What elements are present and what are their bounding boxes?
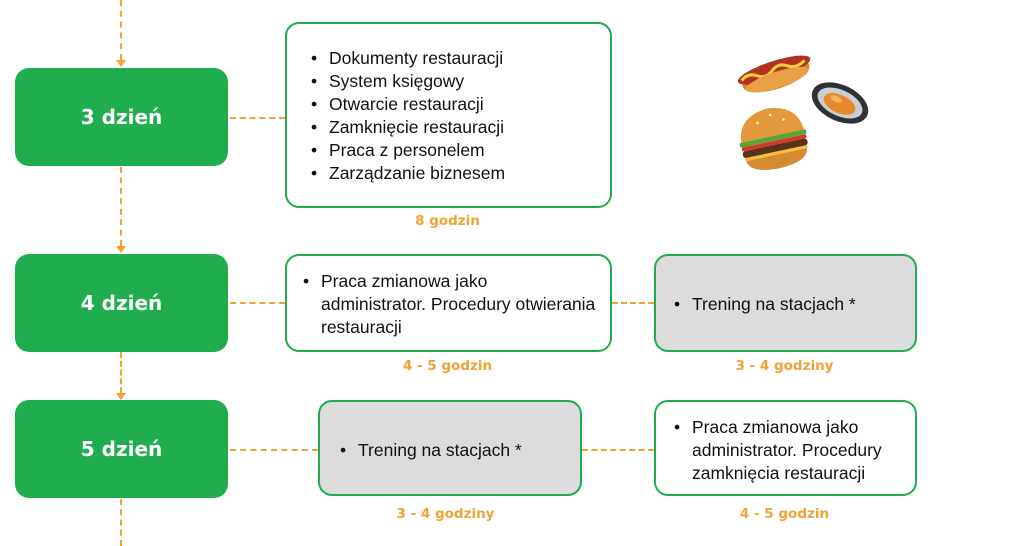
day-3-topics-list: Dokumenty restauracji System księgowy Ot… [301, 47, 610, 185]
day-4-admin-hours: 4 - 5 godzin [402, 358, 493, 374]
connector-day4 [230, 302, 285, 304]
day-4-admin-list: Praca zmianowa jako administrator. Proce… [293, 270, 596, 339]
day-5-box: 5 dzień [15, 400, 228, 498]
day-4-training-hours: 3 - 4 godziny [735, 358, 834, 374]
day-5-training-hours: 3 - 4 godziny [396, 506, 495, 522]
connector-day5 [230, 449, 318, 451]
day-3-label: 3 dzień [80, 105, 163, 129]
timeline-arrow [116, 246, 126, 253]
day-4-training-list: Trening na stacjach * [664, 293, 915, 316]
timeline-arrow [116, 393, 126, 400]
burger-icon [739, 108, 808, 170]
topic-item: System księgowy [301, 70, 610, 93]
day-3-topics-box: Dokumenty restauracji System księgowy Ot… [285, 22, 612, 208]
food-illustration [737, 55, 869, 170]
connector-day4-boxes [612, 302, 654, 304]
day-4-admin-box: Praca zmianowa jako administrator. Proce… [285, 254, 612, 352]
admin-procedure-text: Praca zmianowa jako administrator. Proce… [293, 270, 596, 339]
timeline-connector [120, 167, 122, 246]
topic-item: Zamknięcie restauracji [301, 116, 610, 139]
connector-day3 [230, 117, 285, 119]
connector-day5-boxes [582, 449, 654, 451]
training-text: Trening na stacjach * [330, 439, 580, 462]
topic-item: Praca z personelem [301, 139, 610, 162]
training-text: Trening na stacjach * [664, 293, 915, 316]
topic-item: Zarządzanie biznesem [301, 162, 610, 185]
mussel-icon [811, 82, 869, 124]
admin-procedure-text: Praca zmianowa jako administrator. Proce… [664, 416, 907, 485]
day-5-admin-hours: 4 - 5 godzin [739, 506, 830, 522]
day-4-training-box: Trening na stacjach * [654, 254, 917, 352]
topic-item: Dokumenty restauracji [301, 47, 610, 70]
timeline-connector [120, 352, 122, 393]
topic-item: Otwarcie restauracji [301, 93, 610, 116]
day-3-hours: 8 godzin [415, 213, 480, 229]
day-5-label: 5 dzień [80, 437, 163, 461]
day-5-admin-box: Praca zmianowa jako administrator. Proce… [654, 400, 917, 496]
hot-dog-icon [737, 55, 811, 93]
timeline-connector [120, 0, 122, 60]
day-4-label: 4 dzień [80, 291, 163, 315]
timeline-connector [120, 499, 122, 546]
day-5-training-box: Trening na stacjach * [318, 400, 582, 496]
day-5-admin-list: Praca zmianowa jako administrator. Proce… [664, 416, 907, 485]
timeline-arrow [116, 60, 126, 67]
day-5-training-list: Trening na stacjach * [330, 439, 580, 462]
day-4-box: 4 dzień [15, 254, 228, 352]
day-3-box: 3 dzień [15, 68, 228, 166]
